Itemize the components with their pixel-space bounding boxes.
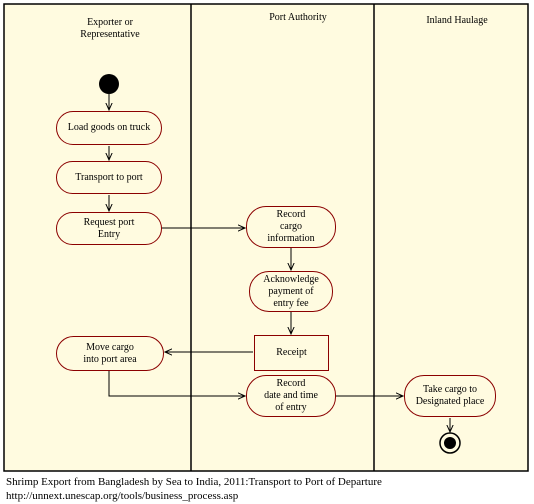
transport-to-port-activity: Transport to port — [56, 161, 162, 194]
final-node-outer — [439, 432, 461, 454]
record-cargo-information-activity: Record cargo information — [246, 206, 336, 248]
initial-node — [99, 74, 119, 94]
caption-title: Shrimp Export from Bangladesh by Sea to … — [6, 476, 382, 488]
lane-title-port-authority: Port Authority — [269, 12, 327, 23]
request-port-entry-activity: Request port Entry — [56, 212, 162, 245]
load-goods-activity: Load goods on truck — [56, 111, 162, 145]
lane-title-exporter: Exporter or Representative — [80, 17, 140, 40]
move-cargo-activity: Move cargo into port area — [56, 336, 164, 371]
lane-title-inland-haulage: Inland Haulage — [426, 15, 488, 26]
flow-move-cargo-to-record-date — [108, 371, 245, 396]
take-cargo-activity: Take cargo to Designated place — [404, 375, 496, 417]
acknowledge-payment-activity: Acknowledge payment of entry fee — [249, 271, 333, 312]
caption-source-url: http://unnext.unescap.org/tools/business… — [6, 490, 239, 502]
receipt-object: Receipt — [254, 335, 329, 371]
record-date-time-activity: Record date and time of entry — [246, 375, 336, 417]
final-node-inner — [444, 437, 456, 449]
